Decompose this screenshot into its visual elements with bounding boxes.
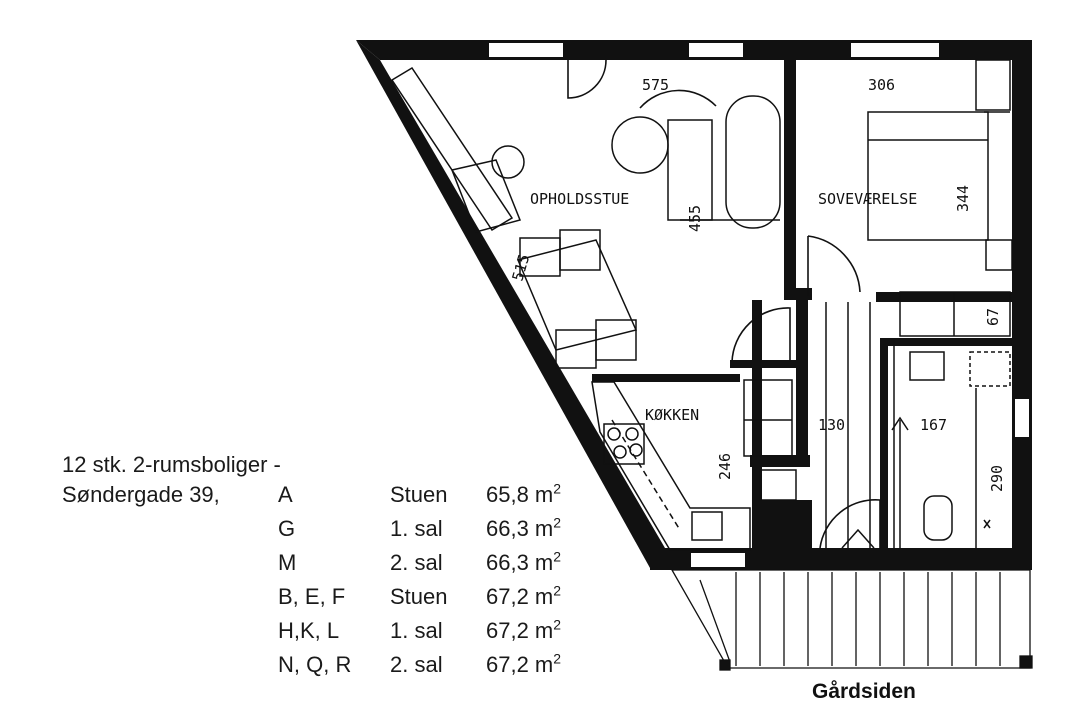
unit-row: G 1. sal 66,3 m2 [62, 516, 662, 542]
dim-living-width: 575 [642, 76, 669, 94]
windows [487, 41, 1031, 569]
unit-area: 67,2 m2 [486, 582, 562, 609]
dim-kitchen: 246 [716, 453, 734, 480]
unit-floor: Stuen [390, 584, 448, 609]
unit-row: N, Q, R 2. sal 67,2 m2 [62, 652, 662, 678]
unit-id: N, Q, R [278, 652, 352, 677]
unit-row: H,K, L 1. sal 67,2 m2 [62, 618, 662, 644]
unit-id: G [278, 516, 296, 541]
dim-hall: 130 [818, 416, 845, 434]
courtyard-label: Gårdsiden [812, 680, 916, 703]
unit-floor: 1. sal [390, 516, 443, 541]
unit-row: B, E, F Stuen 67,2 m2 [62, 584, 662, 610]
unit-area: 67,2 m2 [486, 616, 562, 643]
unit-row: A Stuen 65,8 m2 [62, 482, 662, 508]
room-label-kitchen: KØKKEN [645, 406, 699, 424]
unit-floor: 2. sal [390, 550, 443, 575]
unit-row: M 2. sal 66,3 m2 [62, 550, 662, 576]
listing-address: Søndergade 39, [62, 482, 220, 507]
dim-bedroom-depth: 344 [954, 185, 972, 212]
unit-id: B, E, F [278, 584, 346, 609]
unit-floor: 1. sal [390, 618, 443, 643]
listing-title: 12 stk. 2-rumsboliger - [62, 452, 281, 477]
dim-bath-depth: 290 [988, 465, 1006, 492]
dim-living-depth: 455 [686, 205, 704, 232]
room-label-living: OPHOLDSSTUE [530, 190, 629, 208]
dim-bedroom-width: 306 [868, 76, 895, 94]
unit-id: A [278, 482, 293, 507]
courtyard-fence [670, 569, 1033, 671]
furniture [390, 59, 1013, 551]
dim-wardrobe: 67 [984, 308, 1002, 326]
unit-floor: 2. sal [390, 652, 443, 677]
room-label-bedroom: SOVEVÆRELSE [818, 190, 917, 208]
dim-bath-width: 167 [920, 416, 947, 434]
unit-id: M [278, 550, 297, 575]
unit-area: 66,3 m2 [486, 514, 562, 541]
unit-id: H,K, L [278, 618, 340, 643]
unit-area: 66,3 m2 [486, 548, 562, 575]
dim-dining: 515 [509, 252, 534, 283]
unit-area: 65,8 m2 [486, 480, 562, 507]
unit-floor: Stuen [390, 482, 448, 507]
unit-area: 67,2 m2 [486, 650, 562, 677]
doors [567, 59, 881, 549]
